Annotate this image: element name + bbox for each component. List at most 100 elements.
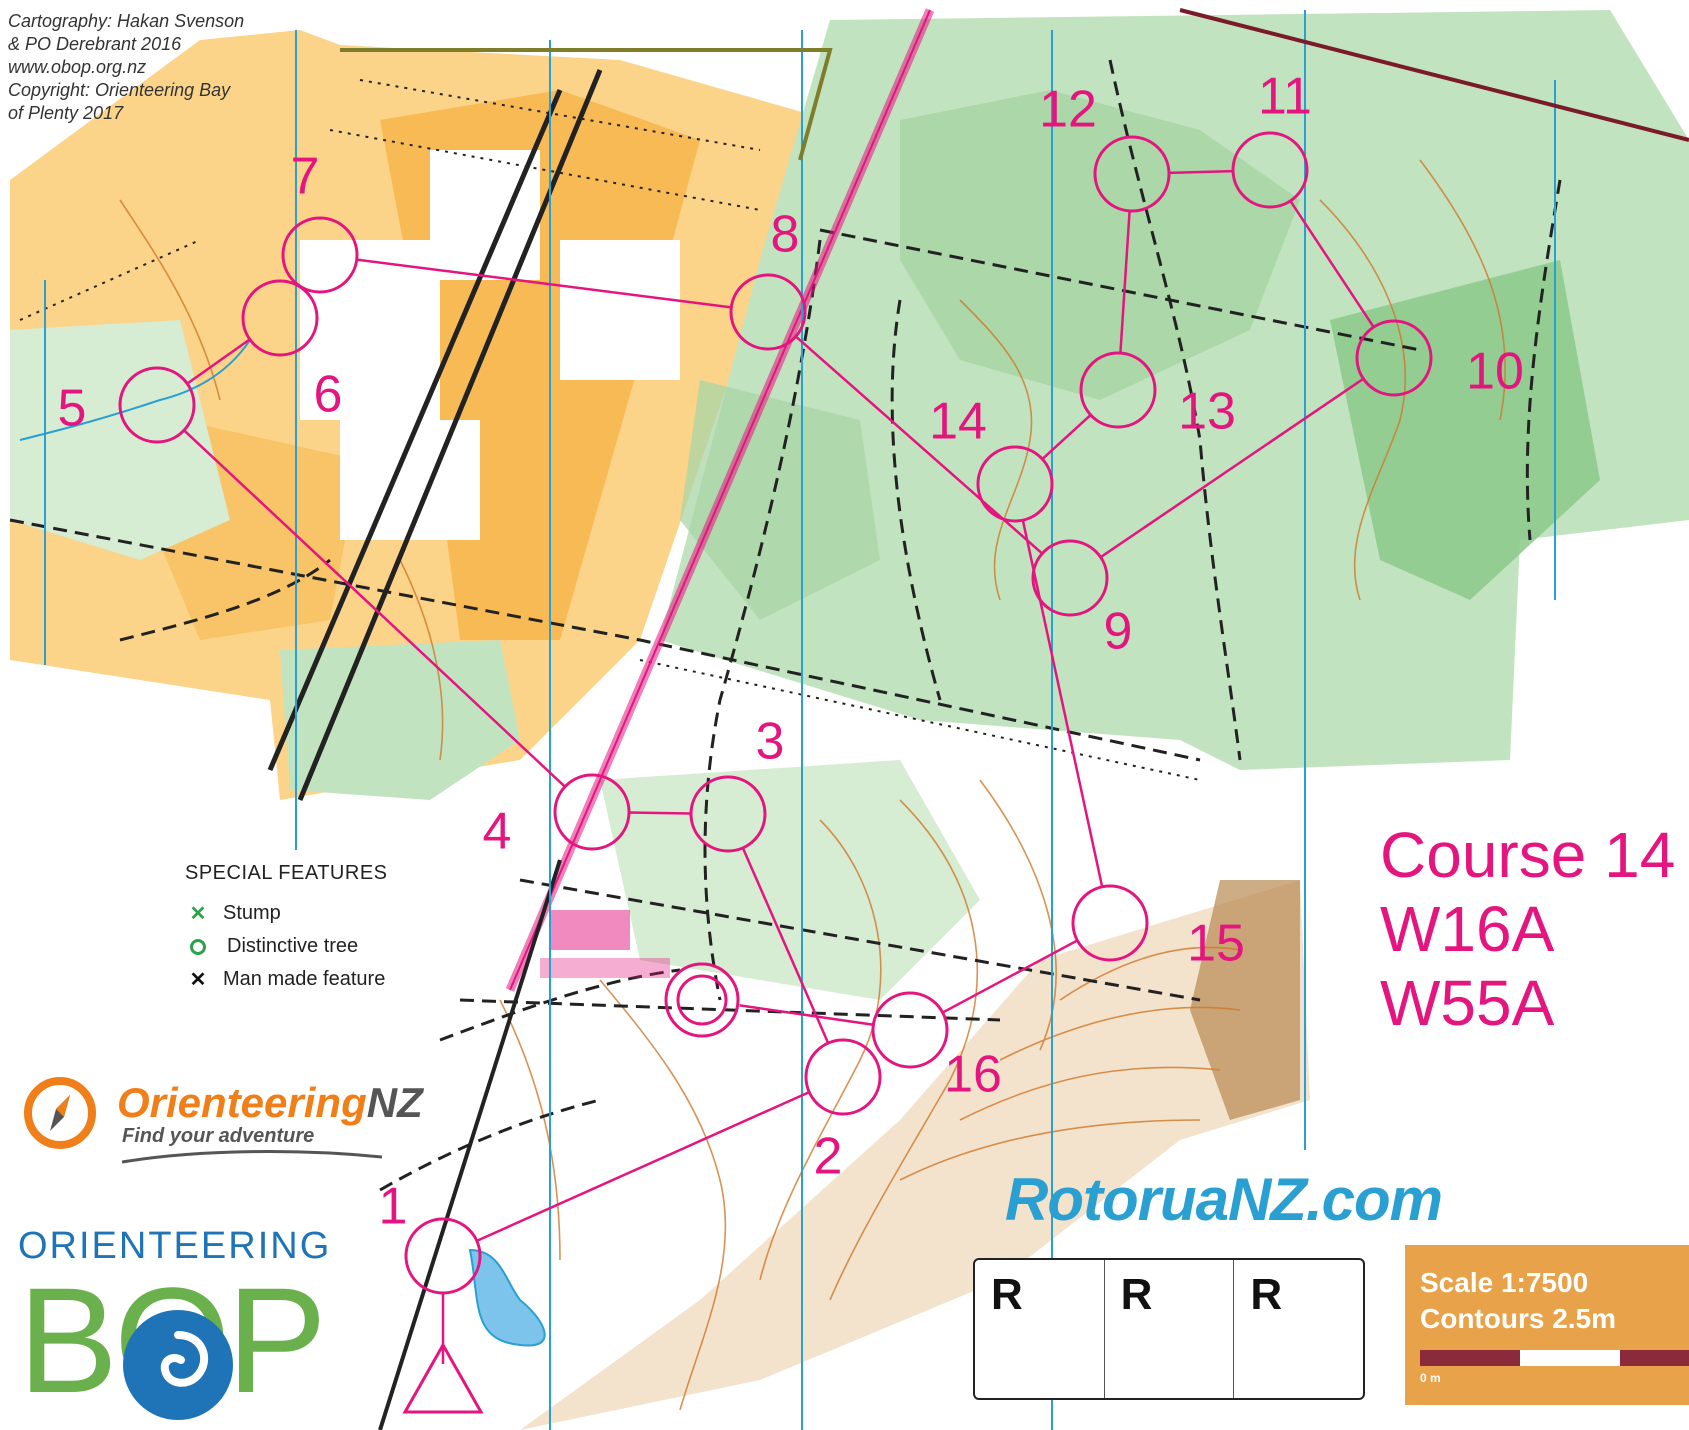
sponsor-website: RotoruaNZ.com [1005, 1166, 1443, 1233]
scale-zero-label: 0 m [1420, 1371, 1441, 1385]
course-leg [1168, 169, 1234, 175]
forest-area [600, 760, 980, 1000]
onz-name-suffix: NZ [366, 1079, 423, 1126]
onz-name-main: Orienteering [117, 1079, 367, 1126]
course-info: Course 14 W16A W55A [1380, 818, 1675, 1040]
control-number: 1 [379, 1178, 408, 1236]
stump-x-icon: ✕ [189, 903, 207, 925]
credit-cartographer-2: & PO Derebrant 2016 [8, 34, 182, 54]
control-number: 16 [944, 1046, 1002, 1104]
course-class-2: W55A [1380, 967, 1555, 1039]
course-leg [356, 258, 732, 309]
control-number: 12 [1039, 81, 1097, 139]
distinctive-tree-icon [190, 938, 206, 955]
rrr-cell-3: R [1250, 1270, 1283, 1319]
scale-box: Scale 1:7500 Contours 2.5m 0 m [1405, 1245, 1689, 1405]
course-leg [739, 1004, 874, 1026]
cliff-band [1190, 880, 1300, 1120]
onz-swoosh [122, 1150, 382, 1164]
finish-circle-outer [664, 962, 740, 1038]
control-circle [241, 279, 319, 357]
control-circle [1071, 884, 1149, 962]
scale-text: Scale 1:7500 [1420, 1267, 1589, 1298]
major-track [267, 89, 563, 771]
scale-bar-segment [1620, 1350, 1689, 1366]
control-number: 13 [1178, 383, 1236, 441]
control-circle [404, 1217, 482, 1295]
orienteering-nz-logo: OrienteeringNZ Find your adventure [22, 1075, 423, 1175]
control-number: 3 [756, 713, 785, 771]
course-leg [476, 1090, 810, 1243]
control-circle [976, 445, 1054, 523]
control-number: 14 [929, 393, 987, 451]
control-circle [281, 216, 359, 294]
control-circle [553, 773, 631, 851]
rrr-cell-1: R [975, 1260, 1105, 1398]
control-number: 2 [814, 1128, 843, 1186]
compass-icon [24, 1077, 96, 1149]
course-leg [1119, 210, 1131, 354]
map-credits: Cartography: Hakan Svenson & PO Derebran… [8, 10, 244, 125]
orienteering-bop-logo: ORIENTEERING BOP [18, 1225, 332, 1430]
legend-row-man-made: ✕ Man made feature [185, 963, 388, 996]
control-number: 6 [314, 366, 343, 424]
onz-tagline: Find your adventure [122, 1125, 315, 1147]
course-leg [942, 939, 1078, 1014]
wave-swirl-icon [123, 1310, 233, 1420]
legend-label-distinctive-tree: Distinctive tree [227, 935, 359, 957]
course-class-1: W16A [1380, 893, 1555, 965]
control-circle [1031, 539, 1109, 617]
credit-copyright-holder: of Plenty 2017 [8, 103, 124, 123]
bop-small-text: ORIENTEERING [18, 1225, 332, 1267]
finish-circle-inner [676, 974, 728, 1026]
control-number: 15 [1187, 915, 1245, 973]
course-leg [1041, 414, 1092, 460]
control-circle [689, 775, 767, 853]
control-circle [871, 991, 949, 1069]
course-name: Course 14 [1380, 819, 1676, 891]
control-circle [1355, 319, 1433, 397]
course-leg [1289, 200, 1375, 328]
legend-label-stump: Stump [223, 902, 281, 924]
legend-label-man-made: Man made feature [223, 968, 386, 990]
stream [19, 339, 251, 441]
control-number: 11 [1258, 68, 1312, 126]
forest-area [280, 640, 520, 800]
control-number: 5 [58, 380, 87, 438]
scale-bar-segment [1520, 1350, 1620, 1366]
contours-text: Contours 2.5m [1420, 1303, 1617, 1334]
control-number: 8 [771, 206, 800, 264]
legend-title: SPECIAL FEATURES [185, 862, 388, 884]
dense-forest-area [680, 380, 880, 620]
course-leg [183, 429, 566, 788]
control-circle [729, 273, 807, 351]
control-circle [804, 1038, 882, 1116]
out-of-bounds-area [540, 958, 670, 978]
rrr-cell-2: R [1105, 1260, 1235, 1398]
main-road [378, 859, 562, 1430]
special-features-legend: SPECIAL FEATURES ✕ Stump Distinctive tre… [185, 862, 388, 996]
scale-bar-segment [1420, 1350, 1520, 1366]
control-number: 4 [483, 803, 512, 861]
scale-bar [1420, 1350, 1689, 1366]
course-leg [186, 338, 251, 385]
control-circle [1093, 135, 1171, 213]
man-made-x-icon: ✕ [189, 969, 207, 991]
control-number: 10 [1466, 343, 1524, 401]
control-number: 9 [1104, 603, 1133, 661]
course-leg [741, 847, 830, 1044]
credit-website: www.obop.org.nz [8, 57, 147, 77]
course-leg [628, 811, 692, 815]
control-number: 7 [291, 148, 320, 206]
credit-copyright: Copyright: Orienteering Bay [8, 80, 231, 100]
control-circle [1079, 351, 1157, 429]
course-leg [1021, 519, 1104, 888]
dense-forest-area [900, 90, 1300, 400]
dense-forest-area [1330, 260, 1600, 600]
legend-row-distinctive-tree: Distinctive tree [185, 930, 388, 963]
forest-area [10, 320, 230, 560]
